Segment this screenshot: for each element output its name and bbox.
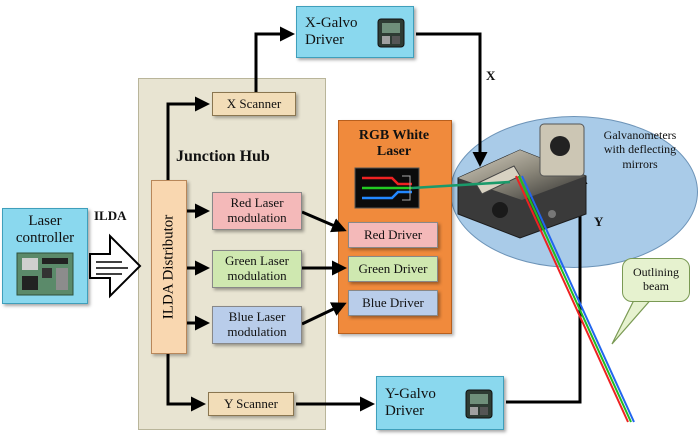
blue-mod-line-2: modulation <box>227 324 287 339</box>
rgb-laser-title-1: RGB White <box>358 127 430 143</box>
y-galvo-label-2: Driver <box>385 403 425 419</box>
galvanometers-line-1: Galvanometers <box>603 128 677 142</box>
green-laser-modulation-box: Green Laser modulation <box>212 250 302 288</box>
red-mod-line-1: Red Laser <box>230 195 284 211</box>
arrow-x-scanner-to-x-galvo <box>254 26 295 92</box>
green-driver-box: Green Driver <box>348 256 438 282</box>
callout-pointer <box>611 295 656 345</box>
green-mod-line-2: modulation <box>227 268 287 283</box>
x-scanner-box: X Scanner <box>212 92 296 116</box>
galvanometers-label: Galvanometers with deflecting mirrors <box>588 128 692 171</box>
ilda-label: ILDA <box>94 208 127 223</box>
red-laser-modulation-box: Red Laser modulation <box>212 192 302 230</box>
laser-controller-label-1: Laser <box>28 213 62 229</box>
green-mod-line-1: Green Laser <box>225 253 289 269</box>
galvanometers-line-2: with deflecting <box>603 142 677 157</box>
rgb-laser-title: RGB White Laser <box>338 124 450 164</box>
callout-line-2: beam <box>643 279 669 293</box>
rgb-laser-title-2: Laser <box>376 144 412 159</box>
laser-controller-box: Laser controller <box>2 208 88 304</box>
x-galvo-driver-box: X-Galvo Driver <box>296 6 414 58</box>
y-axis-label: Y <box>594 214 604 229</box>
callout-line-1: Outlining <box>632 265 679 280</box>
arrow-red-mod-to-red-driver <box>301 210 347 233</box>
controller-board-icon <box>16 252 74 295</box>
y-scanner-box: Y Scanner <box>208 392 294 416</box>
red-driver-box: Red Driver <box>348 222 438 248</box>
galvanometer-hardware <box>457 123 587 239</box>
outlining-beam-lines <box>515 175 635 423</box>
x-galvo-board-icon <box>377 18 405 48</box>
junction-hub-title: Junction Hub <box>176 148 270 165</box>
arrow-y-galvo-to-galvanometer <box>506 169 588 404</box>
x-galvo-label-2: Driver <box>305 32 345 48</box>
rgb-laser-module-image <box>354 167 420 209</box>
y-galvo-driver-box: Y-Galvo Driver <box>376 376 504 430</box>
red-mod-line-2: modulation <box>227 210 287 225</box>
arrow-blue-mod-to-blue-driver <box>301 302 347 326</box>
x-galvo-label-1: X-Galvo <box>305 14 358 31</box>
laser-controller-label-2: controller <box>15 230 75 247</box>
x-axis-label: X <box>486 68 496 83</box>
blue-driver-box: Blue Driver <box>348 290 438 316</box>
ilda-distributor-label: ILDA Distributor <box>160 214 177 320</box>
ilda-distributor-box: ILDA Distributor <box>151 180 187 354</box>
y-galvo-label-1: Y-Galvo <box>385 385 436 402</box>
arrow-distributor-to-y-scanner <box>166 352 206 412</box>
blue-laser-modulation-box: Blue Laser modulation <box>212 306 302 344</box>
galvanometers-line-3: mirrors <box>622 156 658 171</box>
outlining-beam-callout: Outlining beam <box>622 258 690 302</box>
blue-mod-line-1: Blue Laser <box>228 309 286 325</box>
arrow-distributor-to-x-scanner <box>166 96 210 180</box>
y-galvo-board-icon <box>465 389 493 419</box>
arrow-x-galvo-to-galvanometer <box>416 32 488 167</box>
ilda-hollow-arrow <box>89 233 142 299</box>
